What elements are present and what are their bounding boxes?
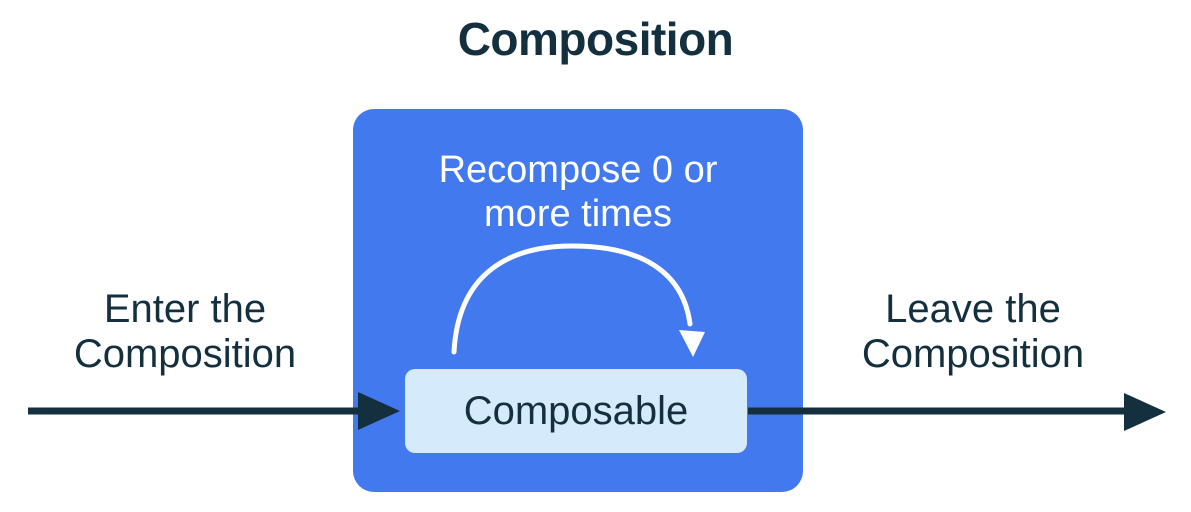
recompose-label-line2: more times [484,193,672,235]
leave-composition-label-line1: Leave the [885,287,1061,331]
diagram-title: Composition [457,13,734,65]
recompose-label: Recompose 0 or more times [353,148,803,236]
leave-composition-label: Leave the Composition [813,287,1133,377]
enter-composition-label-line2: Composition [73,332,297,376]
leave-composition-label-line2: Composition [861,332,1085,376]
leave-arrow-icon [748,393,1166,431]
enter-arrow-icon [28,392,400,430]
recompose-label-line1: Recompose 0 or [438,149,718,191]
composable-node-label: Composable [463,388,689,433]
enter-composition-label-line1: Enter the [103,287,267,331]
composable-node: Composable [405,369,747,453]
enter-composition-label: Enter the Composition [25,287,345,377]
